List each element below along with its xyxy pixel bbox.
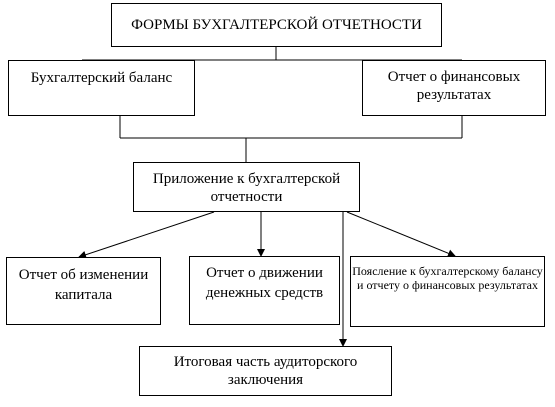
financial-results-box: Отчет о финансовых результатах — [362, 60, 546, 116]
capital-changes-text: Отчет об изменении капитала — [18, 267, 149, 303]
appendix-box: Приложение к бухгалтерской отчетности — [133, 162, 360, 212]
audit-box: Итоговая часть аудиторского заключения — [139, 346, 392, 396]
explanation-box: Пояслени­е к бухгалтерскому балансу и от… — [350, 256, 545, 327]
arrow-to-explanation — [346, 211, 456, 258]
appendix-text: Приложение к бухгалтерской отчетности — [152, 171, 341, 205]
balance-text: Бухгалтерский баланс — [30, 70, 173, 86]
audit-text: Итоговая часть аудиторского заключения — [173, 354, 358, 388]
balance-box: Бухгалтерский баланс — [8, 60, 195, 116]
title-text: ФОРМЫ БУХГАЛТЕРСКОЙ ОТЧЕТНОСТИ — [131, 17, 422, 33]
explanation-text: Пояслени­е к бухгалтерскому балансу и от… — [352, 264, 543, 292]
financial-results-text: Отчет о финансовых результатах — [387, 69, 521, 103]
cash-flow-text: Отчет о движении денежных средств — [205, 265, 324, 302]
title-box: ФОРМЫ БУХГАЛТЕРСКОЙ ОТЧЕТНОСТИ — [111, 3, 442, 47]
arrow-to-capital — [78, 211, 215, 259]
capital-changes-box: Отчет об изменении капитала — [6, 257, 161, 325]
cash-flow-box: Отчет о движении денежных средств — [189, 256, 340, 325]
